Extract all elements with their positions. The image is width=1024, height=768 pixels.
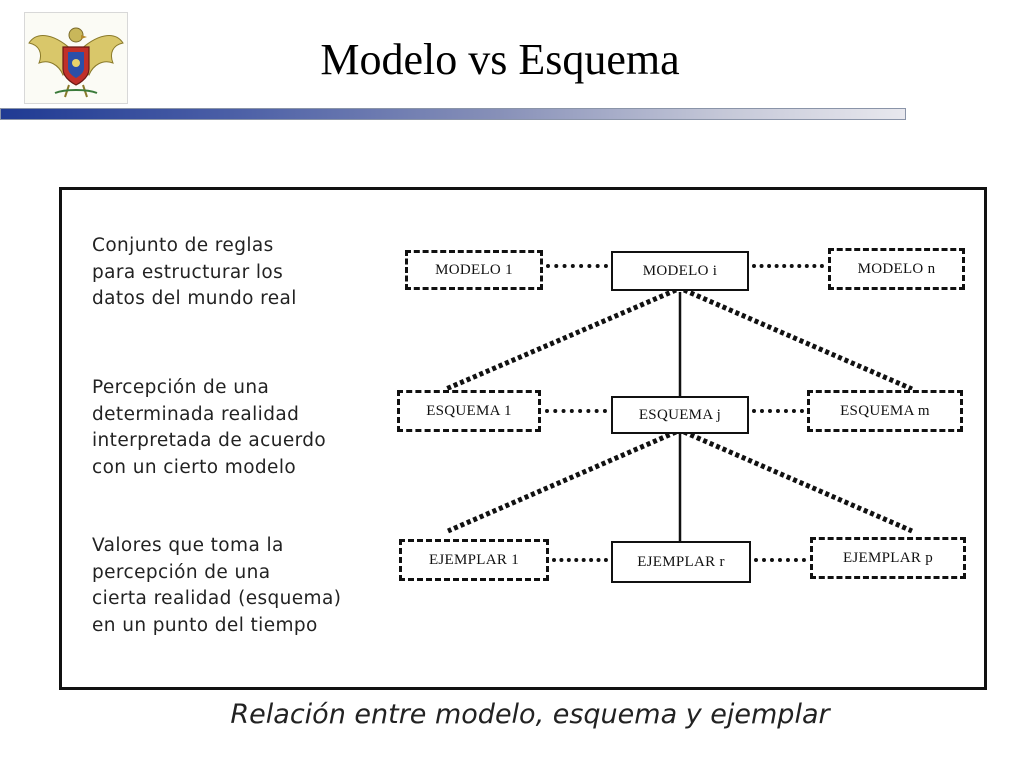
- connector-esquema-ejemplar-right: [683, 429, 913, 534]
- eagle-crest-icon: [28, 27, 124, 98]
- description-modelo: Conjunto de reglas para estructurar los …: [92, 235, 297, 309]
- connector-esquema-ejemplar-left: [447, 429, 677, 534]
- modelo-i-box: MODELO i: [611, 251, 749, 291]
- ejemplar-p-box: EJEMPLAR p: [810, 537, 966, 579]
- dotted-link: [546, 264, 608, 268]
- esquema-m-box: ESQUEMA m: [807, 390, 963, 432]
- modelo-n-box: MODELO n: [828, 248, 965, 290]
- university-logo: [24, 12, 128, 104]
- connector-modelo-esquema-left: [445, 287, 677, 392]
- connector-modelo-esquema-right: [683, 287, 913, 392]
- figure-caption: Relación entre modelo, esquema y ejempla…: [230, 699, 830, 730]
- dotted-link: [752, 409, 804, 413]
- dotted-link: [754, 558, 806, 562]
- ejemplar-1-box: EJEMPLAR 1: [399, 539, 549, 581]
- description-esquema: Percepción de una determinada realidad i…: [92, 377, 327, 478]
- dotted-link: [752, 264, 824, 268]
- dotted-link: [552, 558, 608, 562]
- modelo-1-box: MODELO 1: [405, 250, 543, 290]
- header-bar: [0, 108, 906, 120]
- dotted-link: [545, 409, 607, 413]
- ejemplar-r-box: EJEMPLAR r: [611, 541, 751, 583]
- page-title: Modelo vs Esquema: [320, 35, 680, 84]
- description-ejemplar: Valores que toma la percepción de una ci…: [92, 535, 342, 636]
- esquema-1-box: ESQUEMA 1: [397, 390, 541, 432]
- esquema-j-box: ESQUEMA j: [611, 396, 749, 434]
